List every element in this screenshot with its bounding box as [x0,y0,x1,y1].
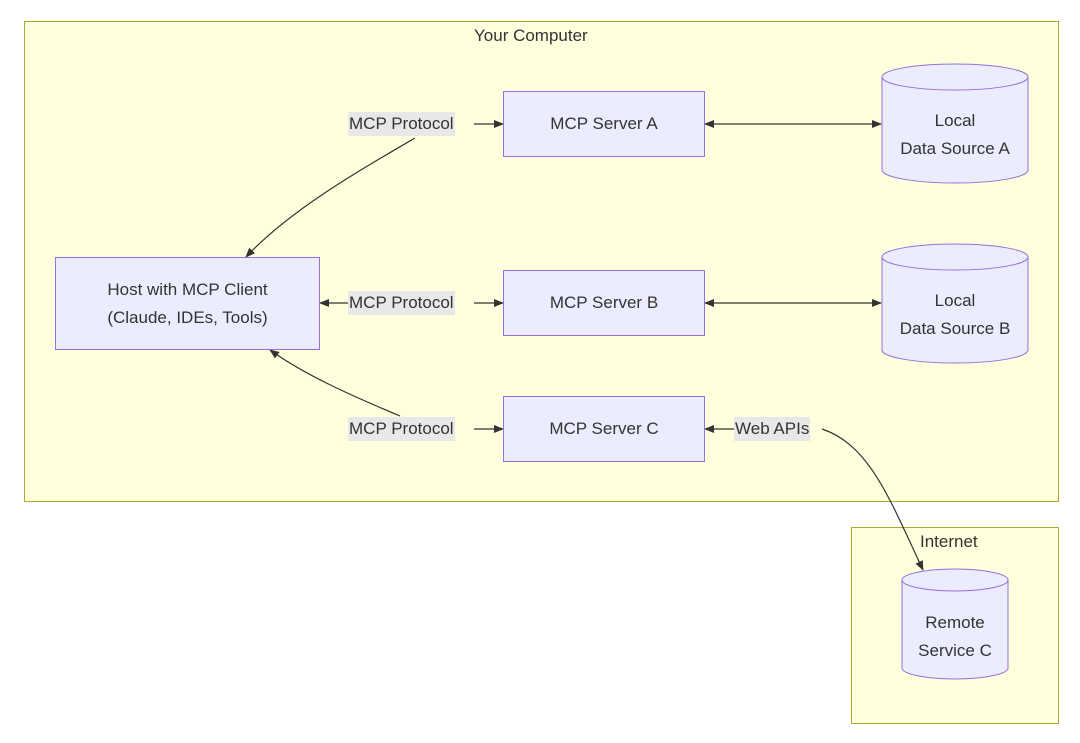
remote-c-line1: Remote [925,613,985,632]
server-a-node: MCP Server A [503,91,705,157]
edge-label-web-apis: Web APIs [734,417,811,441]
remote-c-line2: Service C [918,641,992,660]
db-a-line1: Local [934,111,976,130]
host-line1: Host with MCP Client [107,279,268,299]
server-b-node: MCP Server B [503,270,705,336]
cluster-internet-title: Internet [920,532,978,551]
host-node: Host with MCP Client (Claude, IDEs, Tool… [55,257,320,350]
remote-c-text: Remote Service C [902,609,1008,665]
db-a-cylinder [881,63,1029,184]
host-line2: (Claude, IDEs, Tools) [107,307,268,327]
db-b-line1: Local [934,291,976,310]
edge-label-protocol-b: MCP Protocol [348,291,455,315]
db-a-text: Local Data Source A [882,107,1028,163]
db-b-text: Local Data Source B [882,287,1028,343]
edge-host-server-a-curve [245,137,416,258]
server-b-label: MCP Server B [549,293,659,312]
cluster-your-computer-title: Your Computer [474,26,588,45]
remote-c-cylinder [901,568,1009,680]
server-c-node: MCP Server C [503,396,705,462]
edge-label-protocol-a: MCP Protocol [348,112,455,136]
cluster-internet [851,527,1059,724]
edge-web-remote [821,428,924,571]
db-b-cylinder [881,243,1029,364]
edge-host-server-c-curve [269,349,401,417]
db-a-line2: Data Source A [900,139,1010,158]
db-b-line2: Data Source B [899,319,1011,338]
edge-label-protocol-c: MCP Protocol [348,417,455,441]
server-c-label: MCP Server C [549,419,659,438]
server-a-label: MCP Server A [550,114,658,133]
